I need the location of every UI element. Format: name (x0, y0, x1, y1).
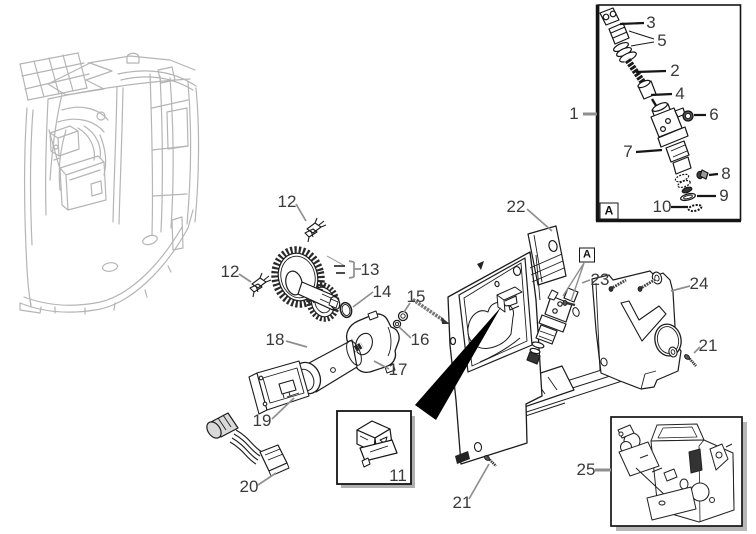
callout-8: 8 (721, 164, 731, 183)
callout-25: 25 (576, 460, 596, 479)
callout-22: 22 (506, 197, 526, 216)
side-cover-24 (591, 270, 682, 390)
callout-2: 2 (670, 61, 680, 80)
callout-10: 10 (652, 197, 672, 216)
screw-21-bottom (484, 455, 497, 467)
callout-3: 3 (646, 13, 656, 32)
mounting-plate-19 (248, 360, 310, 415)
callout-11: 11 (389, 466, 407, 485)
callout-24: 24 (689, 274, 709, 293)
callout-21-bottom: 21 (452, 493, 472, 512)
gearbox-housing (345, 310, 400, 374)
callout-19: 19 (252, 411, 272, 430)
pointer-arrow (415, 307, 501, 420)
washer-16 (392, 319, 402, 329)
screw-21-right (684, 354, 698, 367)
ghost-chassis-drawing (19, 52, 200, 315)
callout-12-top: 12 (277, 192, 297, 211)
callout-17: 17 (388, 360, 408, 379)
callout-12-left: 12 (220, 262, 240, 281)
detail-box-25 (610, 416, 747, 531)
inset-exploded-valve-assembly (599, 7, 709, 213)
callout-14: 14 (372, 282, 392, 301)
callout-5: 5 (657, 31, 667, 50)
callout-20: 20 (239, 477, 259, 496)
o-ring-14 (339, 301, 353, 319)
callout-16: 16 (410, 330, 430, 349)
callout-23: 23 (590, 270, 610, 289)
cable-assembly-20 (206, 412, 290, 477)
callout-9: 9 (719, 186, 729, 205)
leader-lines (238, 203, 701, 500)
callout-7: 7 (623, 142, 633, 161)
retaining-clip-left (249, 272, 272, 298)
nut-15 (397, 310, 409, 322)
inset-leader-lines (619, 21, 719, 209)
retaining-clip-top (304, 217, 327, 243)
callout-15: 15 (406, 287, 426, 306)
detail-marker-a-inset: A (599, 202, 619, 220)
callout-6: 6 (709, 105, 719, 124)
callout-21-right: 21 (698, 336, 718, 355)
callout-13: 13 (360, 260, 380, 279)
gear-shaft (297, 281, 341, 311)
callout-4: 4 (675, 84, 685, 103)
callout-1: 1 (569, 104, 579, 123)
callout-18: 18 (265, 330, 285, 349)
detail-box-11 (336, 410, 415, 488)
detail-marker-a-main: A (579, 247, 595, 263)
